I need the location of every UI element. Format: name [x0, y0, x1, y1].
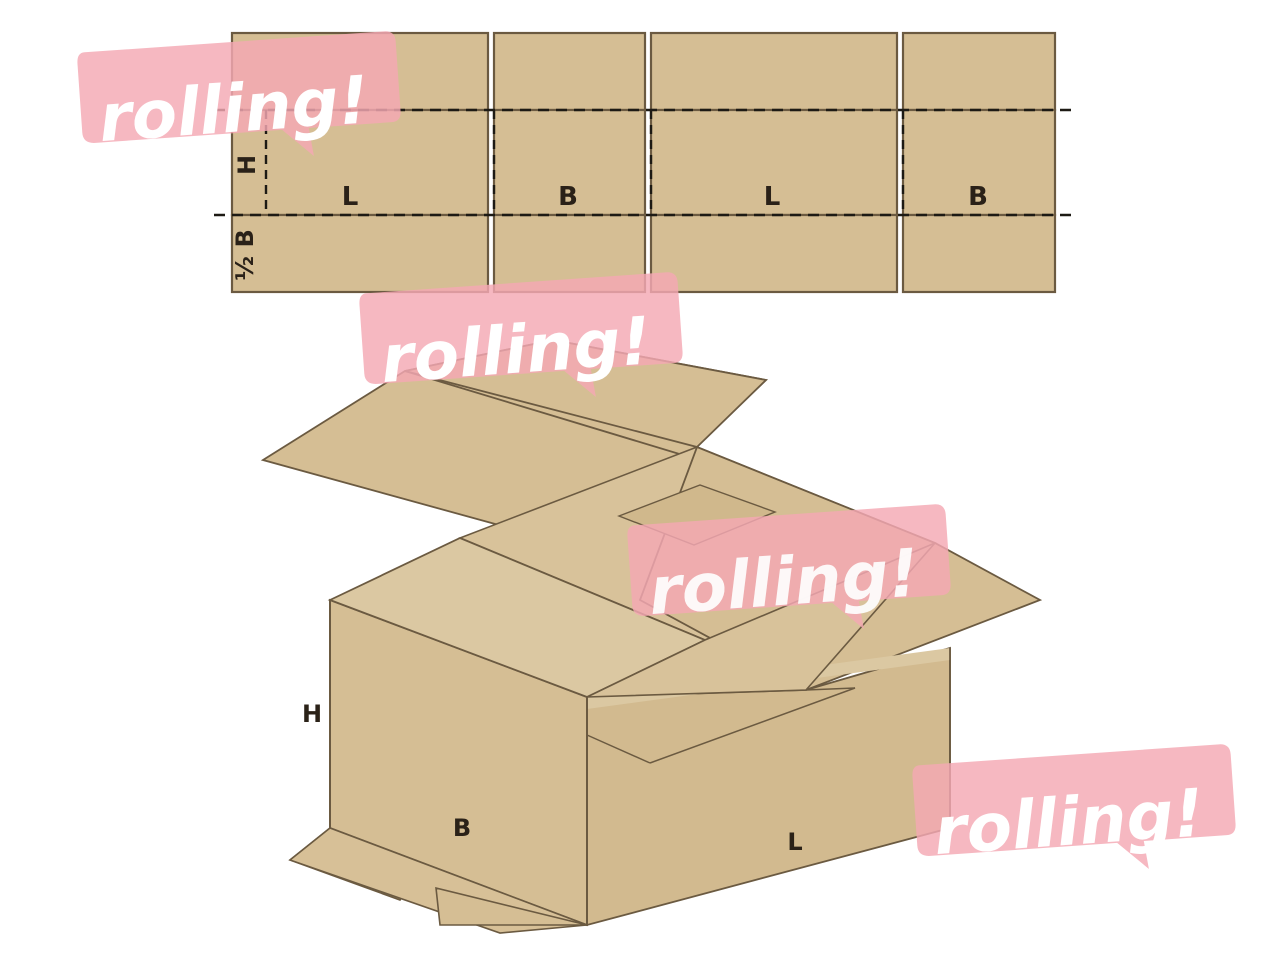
- watermark-label: rolling!: [646, 534, 921, 630]
- watermark-center: rolling!: [626, 503, 954, 645]
- watermark-middle-left: rolling!: [358, 271, 686, 413]
- watermark-layer: rolling! rolling! rolling! rolling!: [76, 30, 1239, 885]
- flap-top-B1: [492, 31, 647, 112]
- lid-crease-right: [649, 687, 856, 764]
- box3d-label-breadth: B: [453, 814, 471, 842]
- flat-panel-label-L1: L: [342, 182, 359, 212]
- flat-label-height: H: [233, 155, 261, 175]
- flat-column-B1: [492, 31, 647, 294]
- flat-panel-label-L2: L: [764, 182, 781, 212]
- flat-panel-label-B1: B: [558, 182, 578, 212]
- flap-bottom-B2: [901, 213, 1057, 294]
- flat-column-B2: [901, 31, 1057, 294]
- flat-label-half-breadth: ½ B: [231, 229, 259, 281]
- flat-column-L2: [649, 31, 899, 294]
- box3d-label-height: H: [302, 700, 322, 728]
- lid-crease-left: [586, 734, 651, 764]
- flap-top-B2: [901, 31, 1057, 112]
- bottom-flap-small: [435, 886, 588, 926]
- flap-top-L2: [649, 31, 899, 112]
- flap-bottom-L1: [230, 213, 490, 294]
- watermark-label: rolling!: [931, 774, 1206, 870]
- watermark-label: rolling!: [378, 302, 653, 398]
- watermark-label: rolling!: [96, 61, 371, 157]
- flat-panel-label-B2: B: [968, 182, 988, 212]
- flap-bottom-L2: [649, 213, 899, 294]
- box3d-label-length: L: [787, 828, 802, 856]
- watermark-top-left: rolling!: [76, 30, 404, 172]
- body-panel-B2: [901, 108, 1057, 217]
- watermark-bottom-right: rolling!: [911, 743, 1239, 885]
